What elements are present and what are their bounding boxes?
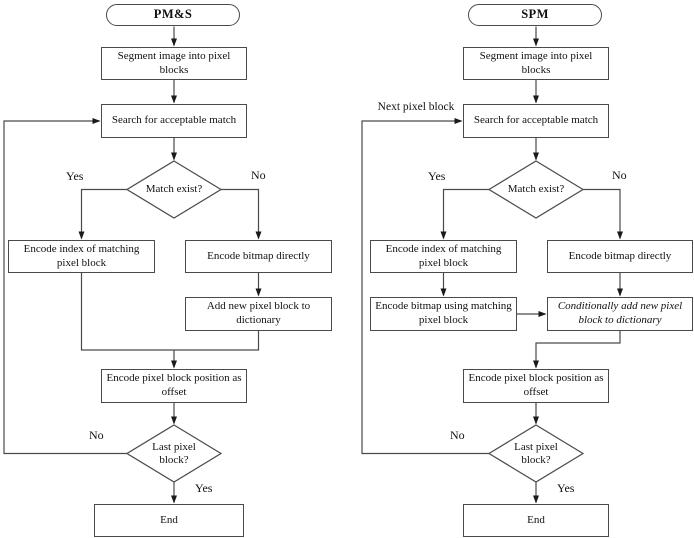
spm-node-end: End bbox=[463, 504, 609, 537]
pms-node-end: End bbox=[94, 504, 244, 537]
pms-node-segment: Segment image into pixel blocks bbox=[101, 47, 247, 80]
spm-label-next-pixel-block: Next pixel block bbox=[377, 101, 455, 113]
pms-last-block-diamond-shape bbox=[125, 424, 223, 483]
spm-node-encode-position: Encode pixel block position as offset bbox=[463, 369, 609, 403]
spm-last-block-diamond-shape bbox=[487, 424, 585, 483]
pms-match-exist-diamond-shape bbox=[125, 160, 223, 219]
pms-decision-last-block: Last pixel block? bbox=[152, 440, 196, 466]
spm-connectors bbox=[361, 26, 623, 504]
spm-node-segment: Segment image into pixel blocks bbox=[463, 47, 609, 80]
pms-label-no-bottom: No bbox=[89, 428, 104, 442]
spm-node-search: Search for acceptable match bbox=[463, 104, 609, 138]
spm-match-exist-diamond-shape bbox=[487, 160, 585, 219]
pms-node-add-new: Add new pixel block to dictionary bbox=[185, 297, 332, 331]
pms-decision-match-exist: Match exist? bbox=[145, 183, 203, 196]
pms-node-encode-bitmap: Encode bitmap directly bbox=[185, 240, 332, 273]
spm-node-encode-bitmap-matching: Encode bitmap using matching pixel block bbox=[370, 297, 517, 331]
spm-title-terminator: SPM bbox=[468, 4, 602, 26]
pms-label-yes-bottom: Yes bbox=[195, 481, 213, 495]
pms-node-search: Search for acceptable match bbox=[101, 104, 247, 138]
spm-decision-match-exist: Match exist? bbox=[507, 183, 565, 196]
spm-node-encode-index: Encode index of matching pixel block bbox=[370, 240, 517, 273]
pms-label-no-top: No bbox=[251, 168, 266, 182]
spm-decision-last-block: Last pixel block? bbox=[514, 440, 558, 466]
pms-connectors bbox=[3, 26, 262, 504]
spm-label-no-bottom: No bbox=[450, 428, 465, 442]
pms-title-terminator: PM&S bbox=[106, 4, 240, 26]
spm-label-yes-top: Yes bbox=[428, 169, 446, 183]
spm-node-encode-bitmap: Encode bitmap directly bbox=[547, 240, 693, 273]
pms-node-encode-position: Encode pixel block position as offset bbox=[101, 369, 247, 403]
spm-label-no-top: No bbox=[612, 168, 627, 182]
spm-label-yes-bottom: Yes bbox=[557, 481, 575, 495]
pms-label-yes-top: Yes bbox=[66, 169, 84, 183]
pms-node-encode-index: Encode index of matching pixel block bbox=[8, 240, 155, 273]
decision-diamond-shapes bbox=[125, 160, 585, 483]
spm-node-conditionally-add: Conditionally add new pixel block to dic… bbox=[547, 297, 693, 331]
